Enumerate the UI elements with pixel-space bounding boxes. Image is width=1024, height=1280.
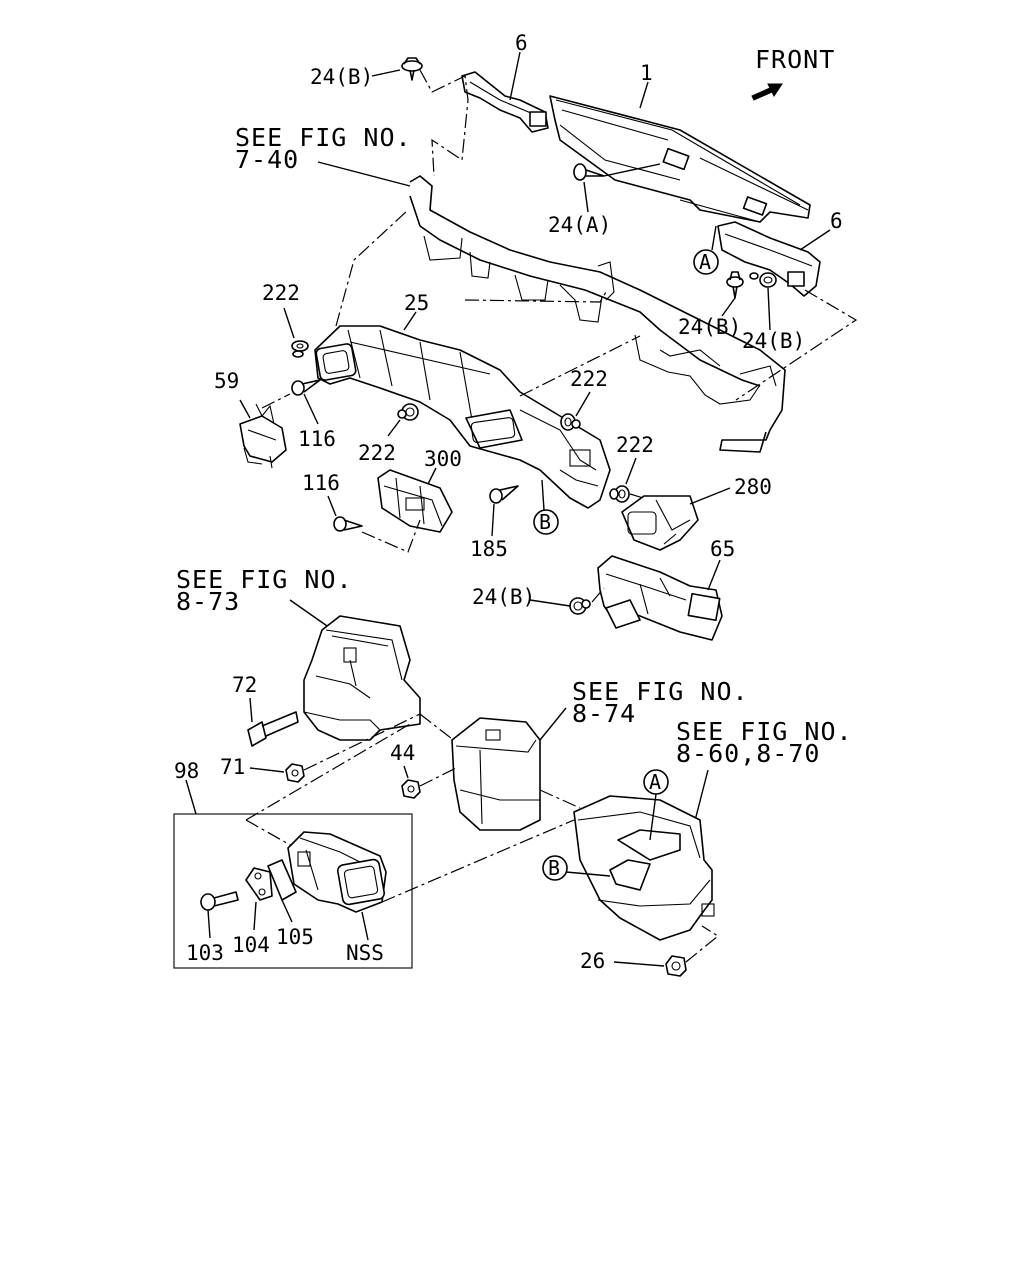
- clip-24b-right-2: [749, 272, 777, 288]
- label-24b-right-2: 24(B): [742, 329, 805, 353]
- label-26: 26: [580, 949, 605, 973]
- main-air-duct: [314, 325, 611, 509]
- cross-beam: [409, 175, 786, 453]
- label-24b-lower: 24(B): [472, 585, 535, 609]
- reference-8-60-8-70: SEE FIG NO. 8-60,8-70: [676, 717, 853, 768]
- svg-text:7-40: 7-40: [235, 145, 299, 174]
- defroster-nozzle: [549, 95, 811, 223]
- label-24a: 24(A): [548, 213, 611, 237]
- svg-text:8-73: 8-73: [176, 587, 240, 616]
- bolt-72: [247, 711, 299, 747]
- label-98: 98: [174, 759, 199, 783]
- callout-a-lower: A: [643, 769, 669, 795]
- screw-103: [200, 891, 239, 911]
- label-116-a: 116: [298, 427, 336, 451]
- label-6-left: 6: [515, 31, 528, 55]
- reference-7-40: SEE FIG NO. 7-40: [235, 123, 412, 174]
- nut-71: [285, 763, 305, 783]
- label-6-right: 6: [830, 209, 843, 233]
- clip-24b-lower: [569, 597, 591, 615]
- label-222-b: 222: [358, 441, 396, 465]
- reference-8-73: SEE FIG NO. 8-73: [176, 565, 353, 616]
- label-65: 65: [710, 537, 735, 561]
- label-1: 1: [640, 61, 653, 85]
- svg-text:8-74: 8-74: [572, 699, 636, 728]
- screw-116-upper: [291, 379, 321, 396]
- nut-44: [401, 779, 421, 799]
- label-103: 103: [186, 941, 224, 965]
- label-104: 104: [232, 933, 270, 957]
- svg-text:SEE FIG NO.: SEE FIG NO.: [235, 123, 412, 152]
- svg-text:8-60,8-70: 8-60,8-70: [676, 739, 820, 768]
- clip-222-d: [609, 485, 630, 503]
- label-222-c: 222: [570, 367, 608, 391]
- side-duct-right: [717, 221, 821, 297]
- label-72: 72: [232, 673, 257, 697]
- evaporator-unit: [451, 717, 541, 831]
- label-280: 280: [734, 475, 772, 499]
- svg-text:B: B: [548, 856, 560, 880]
- label-300: 300: [424, 447, 462, 471]
- heater-unit: [573, 795, 715, 941]
- label-25: 25: [404, 291, 429, 315]
- label-222-d: 222: [616, 433, 654, 457]
- callout-b-lower: B: [542, 855, 568, 881]
- label-185: 185: [470, 537, 508, 561]
- svg-text:B: B: [539, 510, 551, 534]
- label-nss: NSS: [346, 941, 384, 965]
- side-duct-left: [461, 71, 549, 133]
- screw-116-lower: [333, 516, 363, 532]
- blower-assembly: [303, 615, 421, 741]
- front-arrow-icon: [751, 83, 783, 101]
- clip-222-a: [291, 340, 309, 358]
- label-222-a: 222: [262, 281, 300, 305]
- clip-24b-right-1: [726, 271, 744, 299]
- svg-text:SEE FIG NO.: SEE FIG NO.: [676, 717, 853, 746]
- label-24b-right-1: 24(B): [678, 315, 741, 339]
- callout-a-upper: A: [693, 249, 719, 275]
- clip-24b-top: [401, 57, 423, 81]
- label-44: 44: [390, 741, 415, 765]
- nut-26: [665, 955, 687, 977]
- svg-text:A: A: [649, 770, 661, 794]
- clip-222-b: [397, 403, 419, 421]
- label-24b-top: 24(B): [310, 65, 373, 89]
- svg-text:SEE FIG NO.: SEE FIG NO.: [176, 565, 353, 594]
- label-71: 71: [220, 755, 245, 779]
- reference-8-74: SEE FIG NO. 8-74: [572, 677, 749, 728]
- gasket-105: [267, 859, 297, 901]
- svg-text:A: A: [699, 250, 711, 274]
- bracket-104: [245, 867, 273, 901]
- label-59: 59: [214, 369, 239, 393]
- outlet-280: [621, 495, 699, 551]
- front-indicator: FRONT: [751, 45, 835, 101]
- label-105: 105: [276, 925, 314, 949]
- duct-nss: [287, 831, 387, 913]
- clip-222-c: [560, 413, 581, 431]
- duct-65: [597, 555, 723, 641]
- front-label: FRONT: [755, 45, 835, 74]
- bracket-59: [239, 403, 287, 469]
- screw-185: [489, 485, 519, 504]
- label-116-b: 116: [302, 471, 340, 495]
- callout-b-upper: B: [533, 509, 559, 535]
- vent-300: [377, 469, 453, 533]
- kit-98-box: [173, 813, 413, 969]
- svg-text:SEE FIG NO.: SEE FIG NO.: [572, 677, 749, 706]
